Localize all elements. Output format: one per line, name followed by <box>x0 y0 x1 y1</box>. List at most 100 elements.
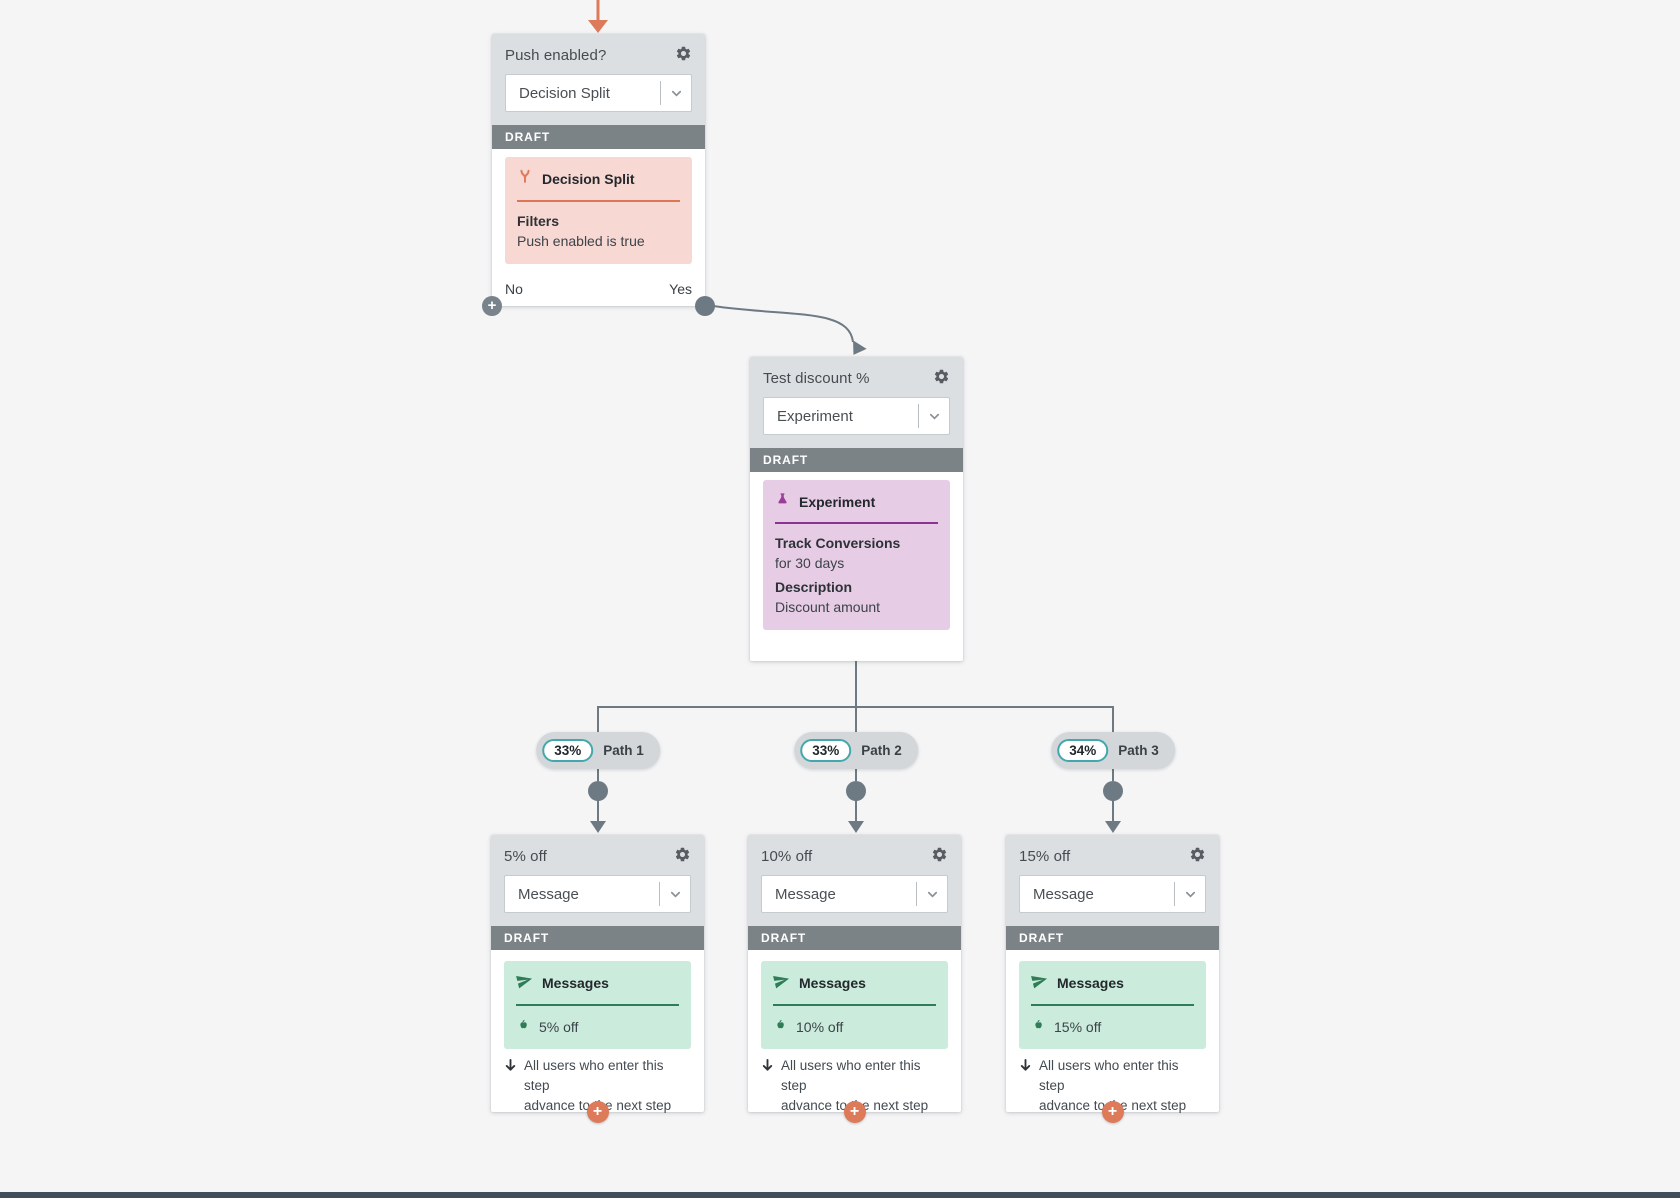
message-status-badge: DRAFT <box>1006 926 1219 950</box>
message-type-dropdown[interactable]: Message <box>1019 875 1206 913</box>
message-type-dropdown[interactable]: Message <box>504 875 691 913</box>
path-1-connection-dot[interactable] <box>588 781 608 801</box>
experiment-type-dropdown[interactable]: Experiment <box>763 397 950 435</box>
paper-plane-icon <box>773 972 790 994</box>
card-divider <box>517 200 680 202</box>
messages-card: Messages 5% off <box>504 961 691 1049</box>
advance-note-line1: All users who enter this step <box>1039 1058 1179 1093</box>
path-3-percent-badge: 34% <box>1057 739 1109 762</box>
experiment-card-title: Experiment <box>799 493 876 510</box>
path-3-connection-dot[interactable] <box>1103 781 1123 801</box>
path-2-pill[interactable]: 33% Path 2 <box>794 732 918 769</box>
message-status-badge: DRAFT <box>748 926 961 950</box>
experiment-node-header: Test discount % Experiment <box>750 357 963 448</box>
experiment-card: Experiment Track Conversions for 30 days… <box>763 480 950 630</box>
message-name: 10% off <box>796 1019 844 1035</box>
drop-arrowhead-path3 <box>1105 821 1121 833</box>
description-label: Description <box>775 579 853 595</box>
decision-split-node[interactable]: Push enabled? Decision Split DRAFT <box>482 34 715 316</box>
path-1-pill[interactable]: 33% Path 1 <box>536 732 660 769</box>
decision-type-value: Decision Split <box>519 84 610 102</box>
track-conversions-value: for 30 days <box>775 555 845 571</box>
gear-icon <box>931 846 948 866</box>
path-2-connection-dot[interactable] <box>846 781 866 801</box>
message-node-title: 10% off <box>761 847 813 865</box>
message-node-header: 15% off Message <box>1006 835 1219 926</box>
card-divider <box>773 1004 936 1006</box>
path-3-pill[interactable]: 34% Path 3 <box>1051 732 1175 769</box>
message-node-title: 15% off <box>1019 847 1071 865</box>
experiment-status-badge: DRAFT <box>750 448 963 472</box>
decision-node-header: Push enabled? Decision Split <box>492 34 705 125</box>
drop-arrowhead-path1 <box>590 821 606 833</box>
gear-icon <box>675 45 692 65</box>
decision-type-dropdown[interactable]: Decision Split <box>505 74 692 112</box>
decision-split-icon <box>517 168 533 190</box>
dropdown-divider <box>1174 882 1175 906</box>
apple-icon <box>516 1017 530 1037</box>
chevron-down-icon <box>661 87 691 100</box>
advance-note: All users who enter this step advance to… <box>761 1056 948 1116</box>
apple-icon <box>1031 1017 1045 1037</box>
message-node-15-off[interactable]: 15% off Message DRAFT <box>1006 835 1219 1123</box>
chevron-down-icon <box>1175 888 1205 901</box>
message-type-value: Message <box>775 885 836 903</box>
paper-plane-icon <box>516 972 533 994</box>
message-type-value: Message <box>1033 885 1094 903</box>
advance-note-line1: All users who enter this step <box>524 1058 664 1093</box>
decision-settings-button[interactable] <box>674 46 692 64</box>
experiment-settings-button[interactable] <box>932 369 950 387</box>
messages-card-title: Messages <box>799 975 866 991</box>
message-node-header: 5% off Message <box>491 835 704 926</box>
track-conversions-label: Track Conversions <box>775 535 901 551</box>
chevron-down-icon <box>919 410 949 423</box>
decision-node-title: Push enabled? <box>505 46 607 64</box>
chevron-down-icon <box>660 888 690 901</box>
message-status-badge: DRAFT <box>491 926 704 950</box>
decision-split-card: Decision Split Filters Push enabled is t… <box>505 157 692 264</box>
message-node-5-off[interactable]: 5% off Message DRAFT <box>491 835 704 1123</box>
messages-card-title: Messages <box>1057 975 1124 991</box>
message-type-value: Message <box>518 885 579 903</box>
dropdown-divider <box>659 882 660 906</box>
path-3-label: Path 3 <box>1118 743 1159 758</box>
message-settings-button[interactable] <box>1188 847 1206 865</box>
experiment-type-value: Experiment <box>777 407 853 425</box>
gear-icon <box>1189 846 1206 866</box>
entry-connector-arrowhead <box>588 20 608 33</box>
message-settings-button[interactable] <box>673 847 691 865</box>
down-arrow-icon <box>1018 1058 1033 1079</box>
add-step-button[interactable]: + <box>586 1101 609 1123</box>
messages-card: Messages 15% off <box>1019 961 1206 1049</box>
message-type-dropdown[interactable]: Message <box>761 875 948 913</box>
bottom-panel-edge <box>0 1192 1680 1198</box>
chevron-down-icon <box>917 888 947 901</box>
advance-note: All users who enter this step advance to… <box>1019 1056 1206 1116</box>
path-2-label: Path 2 <box>861 743 902 758</box>
gear-icon <box>674 846 691 866</box>
yes-connection-dot[interactable] <box>695 296 715 316</box>
experiment-flask-icon <box>775 491 790 512</box>
description-value: Discount amount <box>775 599 881 615</box>
add-step-button[interactable]: + <box>1101 1101 1124 1123</box>
connector-yes-to-experiment <box>712 305 854 343</box>
drop-arrowhead-path2 <box>848 821 864 833</box>
apple-icon <box>773 1017 787 1037</box>
dropdown-divider <box>918 404 919 428</box>
dropdown-divider <box>660 81 661 105</box>
add-step-no-button[interactable]: + <box>482 296 502 316</box>
message-node-header: 10% off Message <box>748 835 961 926</box>
path-1-percent-badge: 33% <box>542 739 594 762</box>
message-settings-button[interactable] <box>930 847 948 865</box>
experiment-node[interactable]: Test discount % Experiment DRAFT <box>750 357 963 661</box>
experiment-node-title: Test discount % <box>763 369 870 387</box>
output-no-label: No <box>505 281 523 297</box>
message-name: 15% off <box>1054 1019 1102 1035</box>
message-node-10-off[interactable]: 10% off Message DRAFT <box>748 835 961 1123</box>
message-node-title: 5% off <box>504 847 547 865</box>
messages-card-title: Messages <box>542 975 609 991</box>
add-step-button[interactable]: + <box>843 1101 866 1123</box>
decision-status-badge: DRAFT <box>492 125 705 149</box>
down-arrow-icon <box>760 1058 775 1079</box>
